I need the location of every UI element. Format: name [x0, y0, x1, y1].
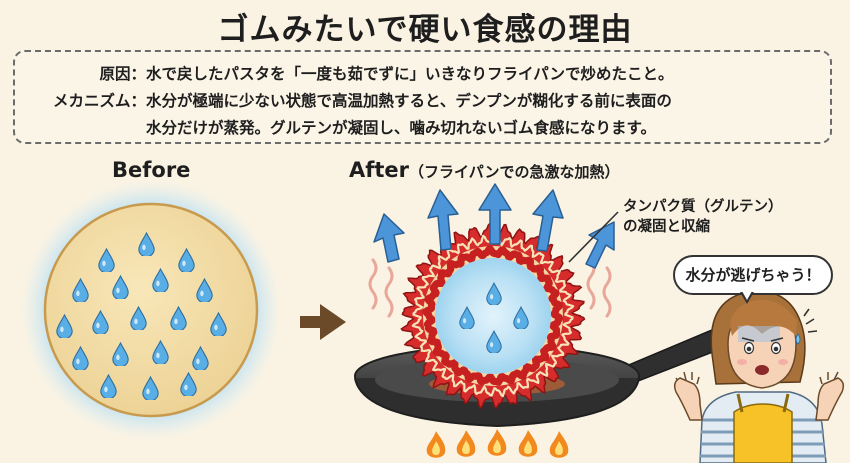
right-arrow-icon [300, 304, 346, 340]
burner-flames [426, 429, 569, 458]
speech-bubble-tail-inner [742, 291, 752, 300]
page-title: ゴムみたいで硬い食感の理由 [217, 12, 633, 48]
steam-arrow-icon [427, 189, 459, 251]
flame-icon [549, 431, 569, 458]
before-heading: Before [112, 158, 191, 182]
flame-icon [426, 431, 446, 458]
after-heading-row: After（フライパンでの急激な加熱） [349, 158, 619, 182]
cause-label: 原因： [99, 65, 146, 83]
cause-text: 水で戻したパスタを「一度も茹でずに」いきなりフライパンで炒めたこと。 [146, 65, 674, 83]
before-dough-disc [21, 180, 281, 440]
after-dough-disc [400, 222, 586, 410]
after-heading: After [349, 158, 410, 182]
speech-bubble: 水分が逃げちゃう！ [673, 255, 833, 295]
mechanism-label: メカニズム： [52, 92, 146, 110]
worried-person-icon [673, 290, 845, 463]
steam-arrow-icon [532, 189, 564, 252]
flame-icon [456, 430, 476, 457]
steam-arrow-icon [585, 221, 615, 269]
steam-arrows [373, 183, 615, 269]
flame-icon [487, 429, 507, 456]
explanation-box [13, 50, 832, 144]
callout-line-1: タンパク質（グルテン） [623, 199, 783, 215]
mechanism-line-1: 水分が極端に少ない状態で高温加熱すると、デンプンが糊化する前に表面の [146, 92, 672, 110]
after-subheading: （フライパンでの急激な加熱） [409, 163, 620, 181]
callout-leader [568, 211, 619, 263]
callout-line-2: の凝固と収縮 [623, 219, 710, 235]
steam-arrow-icon [478, 183, 512, 245]
steam-arrow-icon [373, 213, 405, 263]
gluten-callout: タンパク質（グルテン） の凝固と収縮 [623, 197, 783, 237]
flame-icon [518, 430, 538, 457]
mechanism-line-2: 水分だけが蒸発。グルテンが凝固し、噛み切れないゴム食感になります。 [146, 119, 656, 137]
